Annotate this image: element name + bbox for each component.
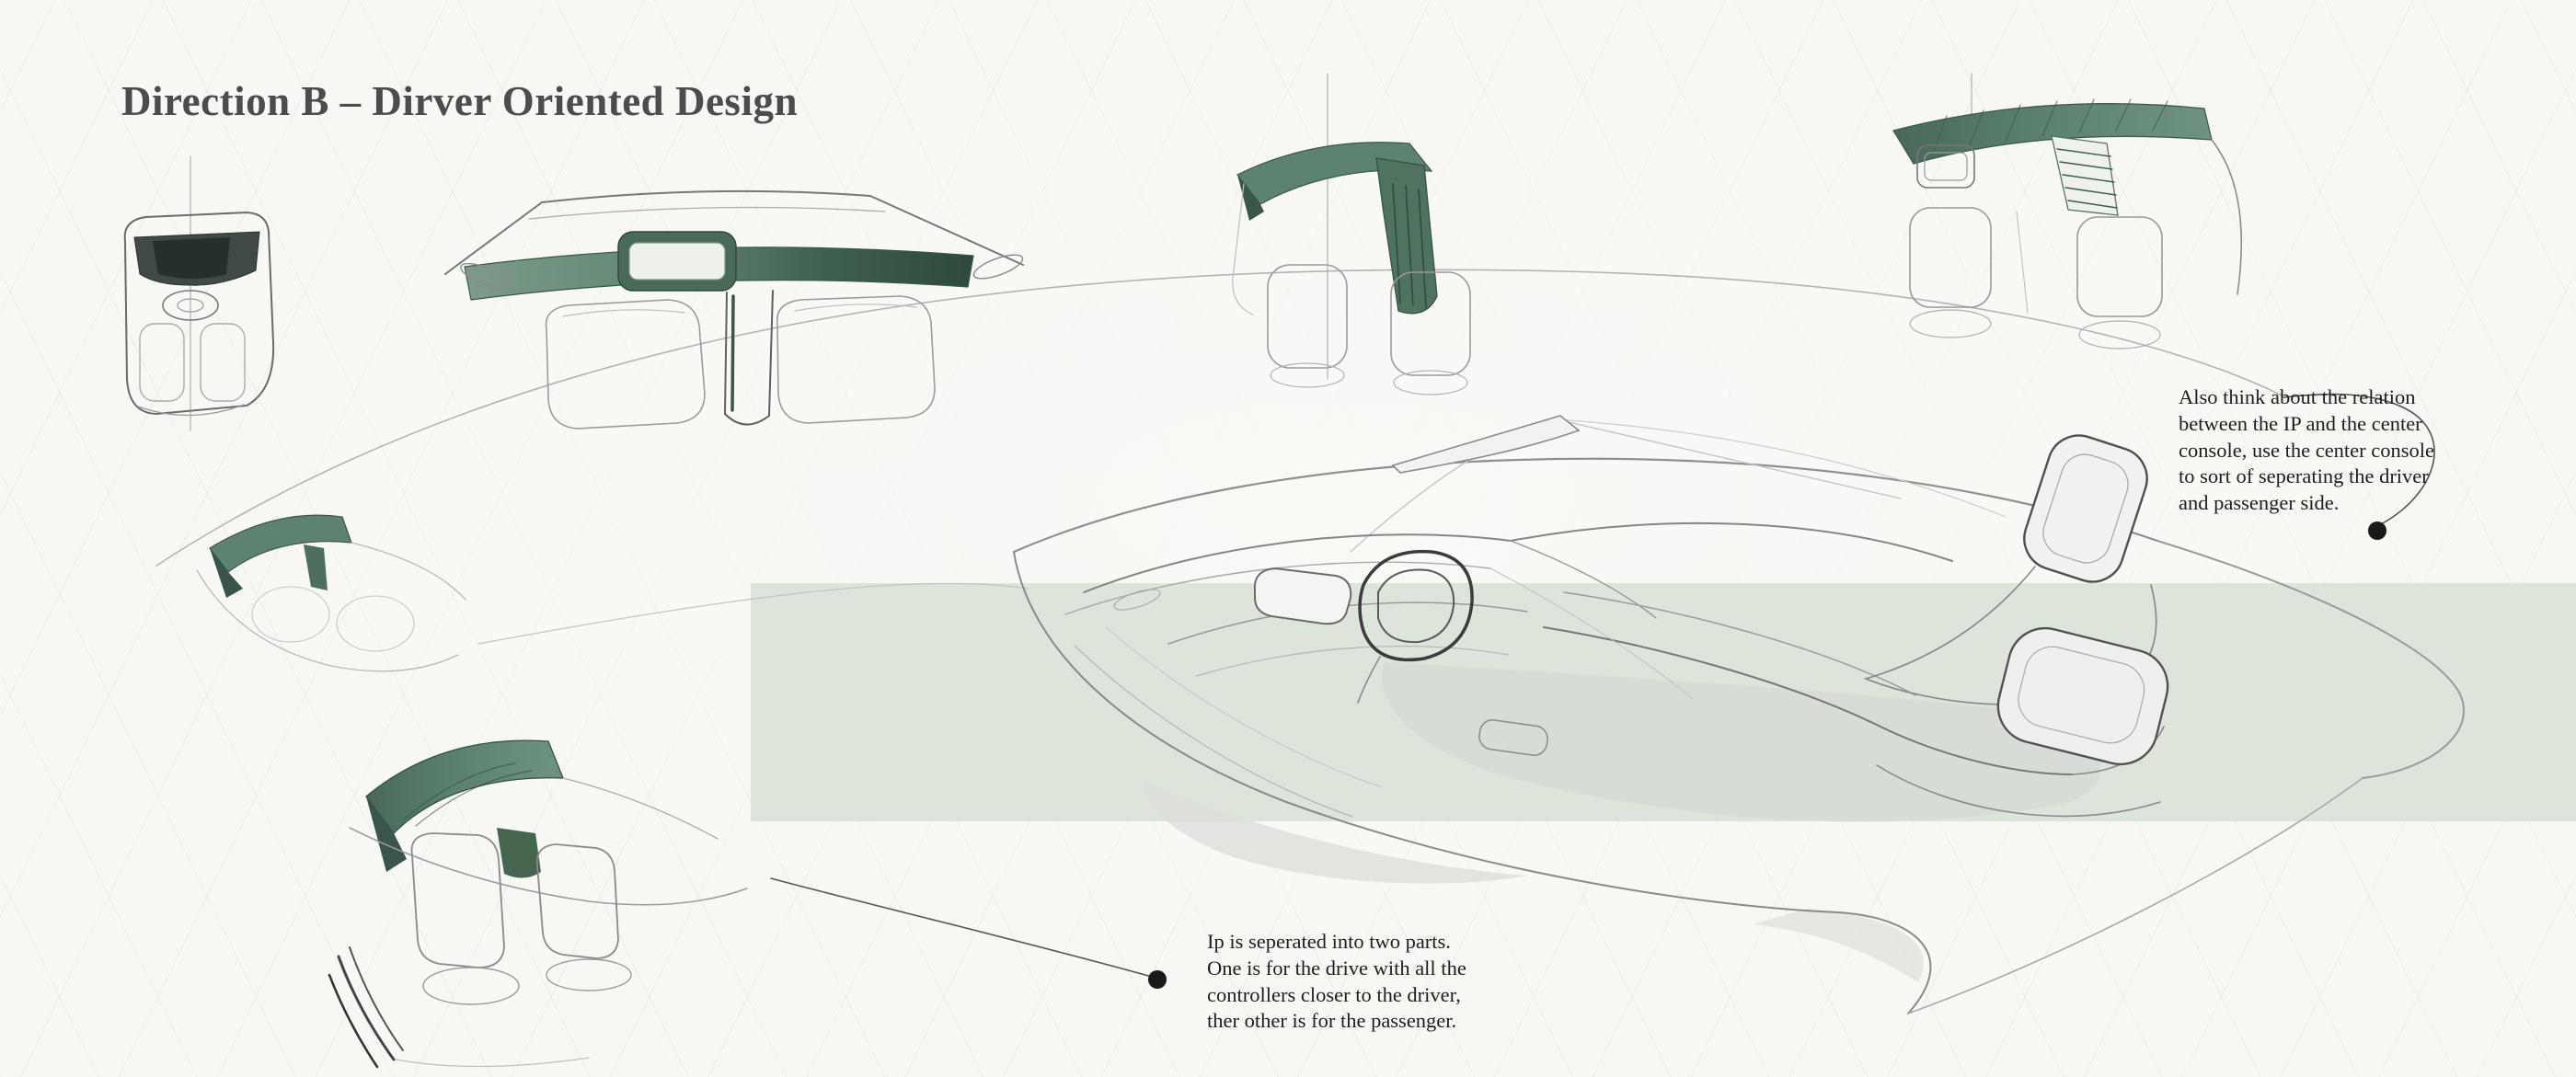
flow-curves — [155, 269, 2283, 645]
callout-dot-right — [2368, 521, 2386, 540]
sketch-front-view-small — [123, 155, 275, 431]
leader-line-right — [2283, 393, 2435, 527]
callout-leaders — [770, 393, 2435, 989]
sketch-top-right-interior — [1892, 73, 2243, 349]
sketch-dashboard-wide — [444, 189, 1024, 430]
sketch-mid-left-interior — [196, 514, 466, 672]
annotation-ip-split: Ip is seperated into two parts. One is f… — [1207, 930, 1466, 1033]
annotation-center-console: Also think about the relation between th… — [2179, 385, 2435, 515]
page-title: Direction B – Dirver Oriented Design — [121, 78, 798, 124]
sketch-center-stack — [1232, 73, 1471, 395]
callout-dot-bottom — [1148, 970, 1167, 989]
sketch-main-perspective — [1012, 415, 2466, 1014]
sketch-bottom-left-interior — [328, 739, 748, 1069]
leader-line-bottom — [770, 877, 1153, 978]
